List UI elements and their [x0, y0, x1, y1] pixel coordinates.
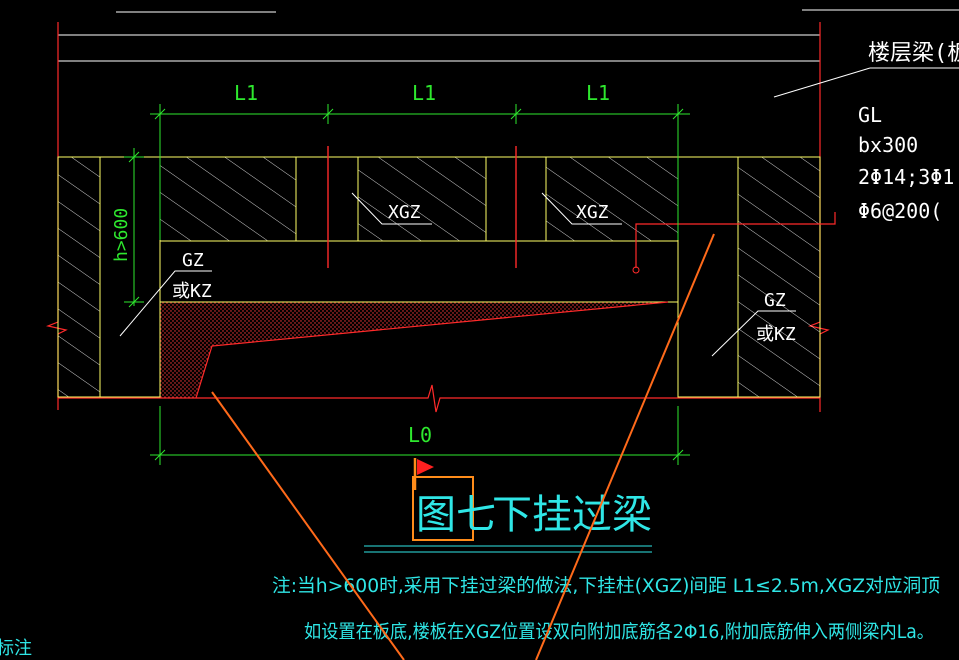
xgz-leader-2	[541, 192, 622, 225]
dotted-wedge	[160, 302, 668, 398]
markup-stroke-right	[535, 233, 715, 660]
bottom-red-line	[58, 384, 820, 413]
gz-left-alt-label: 或KZ	[172, 281, 212, 302]
dim-l1-c: L1	[586, 81, 610, 105]
right-hatch-wall	[737, 156, 821, 398]
markup-stroke-left	[211, 391, 405, 660]
title-name: 下挂过梁	[492, 492, 652, 538]
dim-l1-b: L1	[412, 81, 436, 105]
beam-block-1	[159, 156, 297, 242]
gl-leader-dot	[632, 266, 640, 274]
gz-right-label: GZ	[764, 290, 786, 311]
gl-rebar-label: 2Φ14;3Φ1	[858, 165, 954, 189]
xgz-leader-1	[351, 192, 432, 225]
gz-left-label: GZ	[182, 250, 204, 271]
gz-left-leader	[119, 270, 212, 337]
corner-label: 标注	[0, 638, 32, 659]
note-line-2: 如设置在板底,楼板在XGZ位置设双向附加底筋各2Φ16,附加底筋伸入两侧梁内La…	[304, 622, 934, 643]
dim-l1-a: L1	[234, 81, 258, 105]
gl-label: GL	[858, 103, 882, 127]
beam-block-2	[357, 156, 487, 242]
title-figure-box	[412, 476, 474, 541]
xgz-label-2: XGZ	[576, 202, 609, 223]
gz-right-leader	[711, 310, 796, 357]
title-figure: 图七	[416, 492, 496, 538]
left-column	[99, 156, 161, 398]
gl-stirrup-label: Φ6@200(	[858, 199, 942, 223]
dim-l0: L0	[408, 423, 432, 447]
dimension-height	[124, 148, 144, 308]
note-line-1: 注:当h>600时,采用下挂过梁的做法,下挂柱(XGZ)间距 L1≤2.5m,X…	[272, 576, 940, 597]
dim-h: h>600	[111, 208, 132, 262]
wedge-outline	[195, 301, 669, 399]
xgz-label-1: XGZ	[388, 202, 421, 223]
flag-icon[interactable]	[413, 458, 434, 490]
left-hatch-wall	[57, 156, 101, 398]
dimension-bottom	[150, 406, 690, 465]
gz-right-alt-label: 或KZ	[756, 324, 796, 345]
right-column	[677, 156, 739, 398]
dimension-top	[150, 104, 690, 240]
gl-size-label: bx300	[858, 133, 918, 157]
gl-leader	[635, 212, 836, 268]
beam-block-3	[545, 156, 679, 242]
floor-beam-label: 楼层梁(板	[868, 41, 959, 66]
floor-beam-leader	[773, 67, 871, 98]
